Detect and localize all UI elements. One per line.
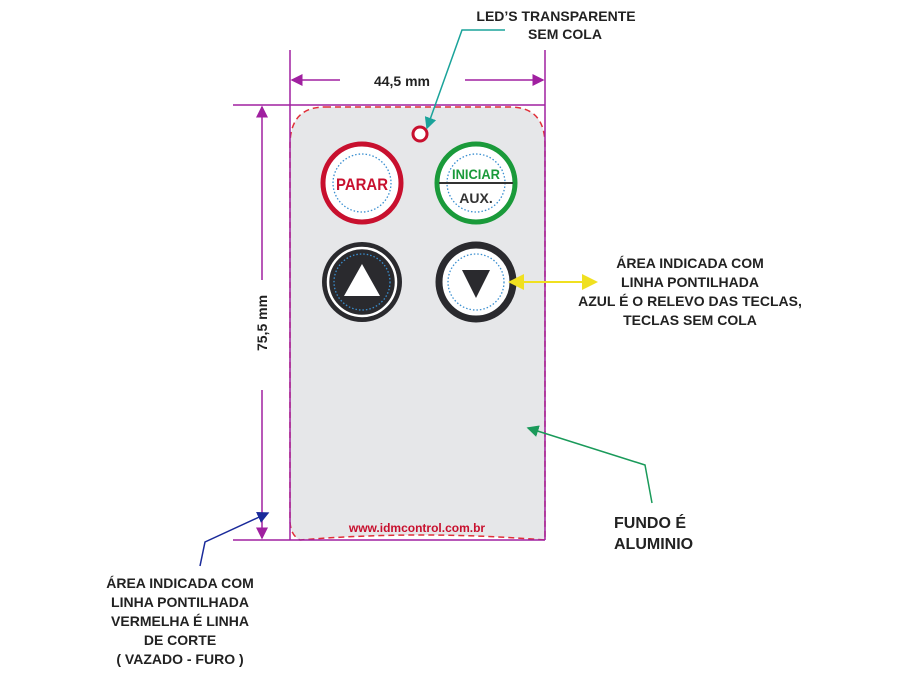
- stop-key[interactable]: PARAR: [320, 141, 404, 225]
- cut-line-callout-line4: DE CORTE: [144, 632, 216, 648]
- aux-key-label: AUX.: [459, 190, 492, 206]
- cut-line-callout-line3: VERMELHA É LINHA: [111, 613, 249, 629]
- stop-key-label: PARAR: [336, 175, 388, 194]
- cut-line-arrow: [199, 511, 270, 567]
- background-arrow: [526, 425, 653, 504]
- led-callout-line2: SEM COLA: [528, 26, 602, 42]
- url-text: www.idmcontrol.com.br: [348, 521, 486, 535]
- triangle-up-icon: [344, 264, 380, 296]
- triangle-down-icon: [462, 270, 490, 298]
- relief-callout-line1: ÁREA INDICADA COM: [616, 255, 764, 271]
- start-key-label: INICIAR: [452, 166, 500, 182]
- cut-line-callout-line2: LINHA PONTILHADA: [111, 594, 249, 610]
- width-dimension: 44,5 mm: [374, 73, 430, 89]
- height-dimension: 75,5 mm: [254, 295, 270, 351]
- led-callout-line1: LED’S TRANSPARENTE: [476, 8, 635, 24]
- background-callout-line2: ALUMINIO: [614, 536, 693, 553]
- start-aux-key[interactable]: INICIAR AUX.: [434, 141, 518, 225]
- relief-callout-line4: TECLAS SEM COLA: [623, 312, 757, 328]
- cut-line-callout-line5: ( VAZADO - FURO ): [116, 651, 243, 667]
- background-callout-line1: FUNDO É: [614, 513, 686, 532]
- relief-callout-line2: LINHA PONTILHADA: [621, 274, 759, 290]
- up-key[interactable]: [322, 242, 402, 322]
- led-hole: [411, 125, 429, 143]
- cut-line-callout-line1: ÁREA INDICADA COM: [106, 575, 254, 591]
- down-key[interactable]: [435, 241, 517, 323]
- led-arrow: [424, 29, 505, 130]
- relief-callout-line3: AZUL É O RELEVO DAS TECLAS,: [578, 293, 802, 309]
